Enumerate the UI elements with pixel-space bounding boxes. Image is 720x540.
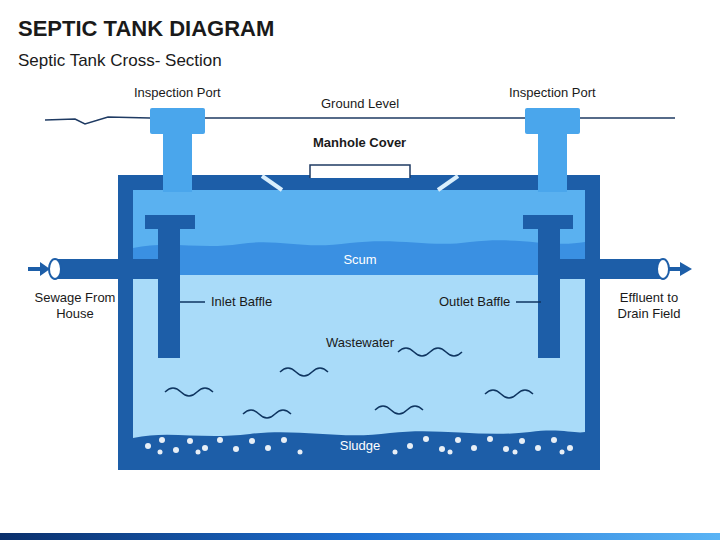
part-label: Manhole Cover [313,135,406,151]
layer-label: Scum [343,252,376,268]
layer-label: Sludge [340,438,380,454]
ground-label: Ground Level [321,96,399,112]
part-label: Inlet Baffle [211,294,272,310]
flow-label: Sewage From House [32,290,118,322]
part-label: Wastewater [326,335,394,351]
layer-band: Scum [240,246,480,274]
part-label: Inspection Port [134,85,221,101]
part-label: Outlet Baffle [439,294,510,310]
flow-label: Effluent to Drain Field [603,290,695,322]
diagram-title: SEPTIC TANK DIAGRAM [18,16,274,42]
subtitle: Septic Tank Cross- Section [18,51,222,71]
part-label: Inspection Port [509,85,596,101]
layer-band: Sludge [240,434,480,458]
